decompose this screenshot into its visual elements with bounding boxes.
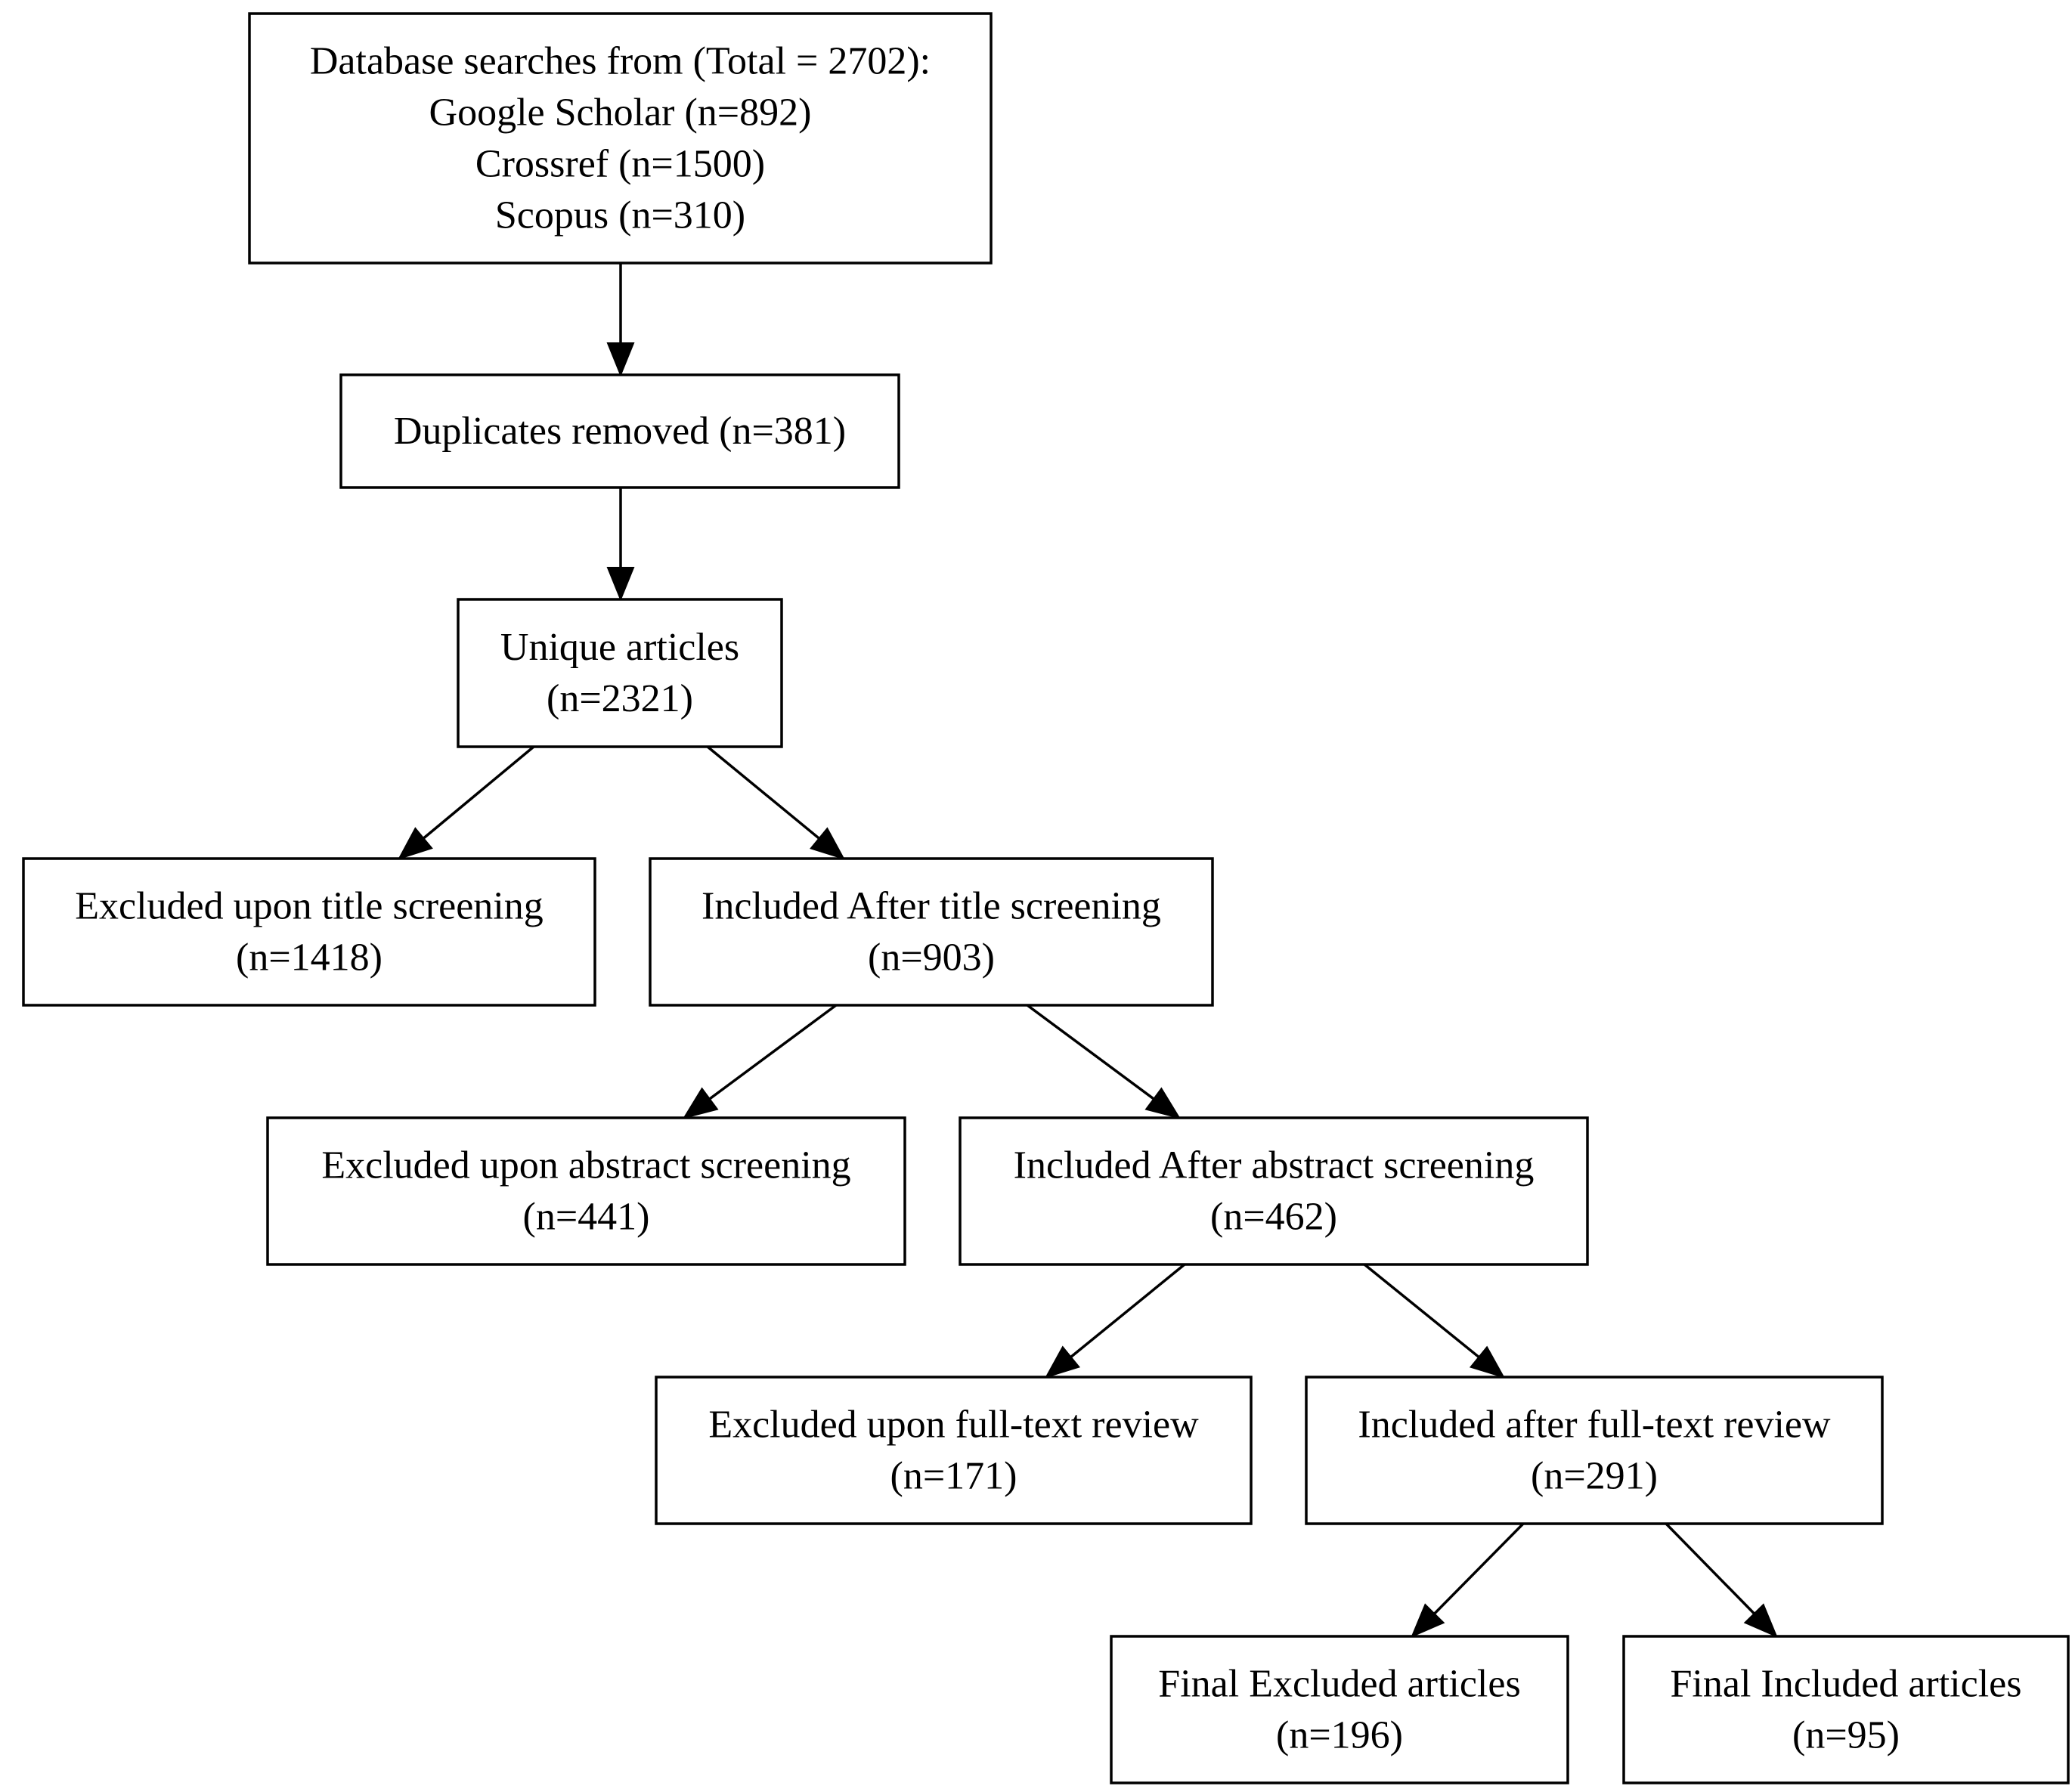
node-label-excluded-title-line-1: (n=1418): [236, 936, 382, 980]
edge-line: [1433, 1522, 1525, 1615]
edge-line: [1665, 1522, 1755, 1615]
edge-unique-articles-to-excluded-title: [397, 745, 535, 860]
node-excluded-fulltext: Excluded upon full-text review (n=171): [655, 1376, 1253, 1525]
edge-line: [1363, 1263, 1480, 1358]
edge-line: [423, 745, 535, 840]
node-box-final-included: [1622, 1635, 2070, 1784]
node-label-database-searches-line-2: Crossref (n=1500): [475, 143, 765, 186]
node-label-final-included-line-1: (n=95): [1792, 1714, 1900, 1757]
node-label-final-excluded-line-0: Final Excluded articles: [1158, 1663, 1520, 1706]
node-database-searches: Database searches from (Total = 2702): Go…: [248, 12, 993, 265]
node-box-final-excluded: [1110, 1635, 1569, 1784]
node-box-database-searches: [248, 12, 993, 265]
node-label-excluded-abstract-line-0: Excluded upon abstract screening: [321, 1144, 850, 1187]
arrowhead-icon: [810, 827, 846, 860]
node-label-included-abstract-line-0: Included After abstract screening: [1014, 1144, 1535, 1187]
edge-included-title-to-included-abstract: [1026, 1004, 1182, 1119]
node-label-excluded-abstract-line-1: (n=441): [523, 1196, 650, 1239]
node-label-excluded-fulltext-line-1: (n=171): [890, 1455, 1017, 1498]
node-label-included-fulltext-line-1: (n=291): [1531, 1455, 1658, 1498]
arrowhead-icon: [1044, 1345, 1081, 1379]
node-box-excluded-fulltext: [655, 1376, 1253, 1525]
node-included-abstract: Included After abstract screening (n=462): [959, 1116, 1589, 1266]
node-label-database-searches-line-3: Scopus (n=310): [495, 194, 745, 237]
arrowhead-icon: [397, 827, 433, 860]
edge-unique-articles-to-included-title: [706, 745, 846, 860]
node-box-included-fulltext: [1305, 1376, 1884, 1525]
node-final-excluded: Final Excluded articles (n=196): [1110, 1635, 1569, 1784]
node-included-fulltext: Included after full-text review (n=291): [1305, 1376, 1884, 1525]
node-label-included-fulltext-line-0: Included after full-text review: [1358, 1404, 1831, 1447]
node-box-excluded-abstract: [266, 1116, 906, 1266]
arrowhead-icon: [606, 567, 635, 602]
edge-included-fulltext-to-final-included: [1665, 1522, 1778, 1638]
edge-included-abstract-to-included-fulltext: [1363, 1263, 1506, 1379]
node-label-unique-articles-line-1: (n=2321): [547, 677, 693, 720]
node-label-excluded-title-line-0: Excluded upon title screening: [75, 885, 543, 928]
arrowhead-icon: [1743, 1603, 1778, 1638]
node-label-included-title-line-0: Included After title screening: [702, 885, 1161, 928]
node-label-database-searches-line-0: Database searches from (Total = 2702):: [310, 40, 931, 83]
node-box-included-abstract: [959, 1116, 1589, 1266]
node-excluded-title: Excluded upon title screening (n=1418): [22, 857, 596, 1007]
edge-line: [706, 745, 820, 840]
node-included-title: Included After title screening (n=903): [649, 857, 1214, 1007]
node-box-included-title: [649, 857, 1214, 1007]
node-label-included-title-line-1: (n=903): [868, 936, 995, 980]
arrowhead-icon: [1411, 1603, 1445, 1638]
arrowhead-icon: [682, 1087, 719, 1119]
node-unique-articles: Unique articles (n=2321): [457, 598, 783, 748]
node-box-duplicates-removed: [339, 373, 900, 489]
node-box-unique-articles: [457, 598, 783, 748]
arrowhead-icon: [1469, 1345, 1506, 1379]
nodes-layer: Database searches from (Total = 2702): Go…: [22, 12, 2070, 1784]
edge-included-title-to-excluded-abstract: [682, 1004, 838, 1119]
edge-line: [1026, 1004, 1155, 1100]
node-label-final-included-line-0: Final Included articles: [1671, 1663, 2022, 1706]
node-label-excluded-fulltext-line-0: Excluded upon full-text review: [708, 1404, 1199, 1447]
node-box-excluded-title: [22, 857, 596, 1007]
edge-database-searches-to-duplicates-removed: [606, 263, 635, 377]
node-label-duplicates-removed-line-0: Duplicates removed (n=381): [394, 410, 846, 453]
arrowhead-icon: [606, 342, 635, 377]
node-label-database-searches-line-1: Google Scholar (n=892): [429, 91, 812, 135]
edge-included-abstract-to-excluded-fulltext: [1044, 1263, 1186, 1379]
node-label-final-excluded-line-1: (n=196): [1276, 1714, 1403, 1757]
edges-layer: [397, 263, 1778, 1638]
edge-duplicates-removed-to-unique-articles: [606, 487, 635, 602]
arrowhead-icon: [1144, 1087, 1182, 1119]
node-excluded-abstract: Excluded upon abstract screening (n=441): [266, 1116, 906, 1266]
edge-included-fulltext-to-final-excluded: [1411, 1522, 1525, 1638]
edge-line: [708, 1004, 838, 1100]
edge-line: [1070, 1263, 1186, 1358]
node-label-unique-articles-line-0: Unique articles: [500, 626, 739, 669]
node-duplicates-removed: Duplicates removed (n=381): [339, 373, 900, 489]
node-label-included-abstract-line-1: (n=462): [1210, 1196, 1337, 1239]
node-final-included: Final Included articles (n=95): [1622, 1635, 2070, 1784]
